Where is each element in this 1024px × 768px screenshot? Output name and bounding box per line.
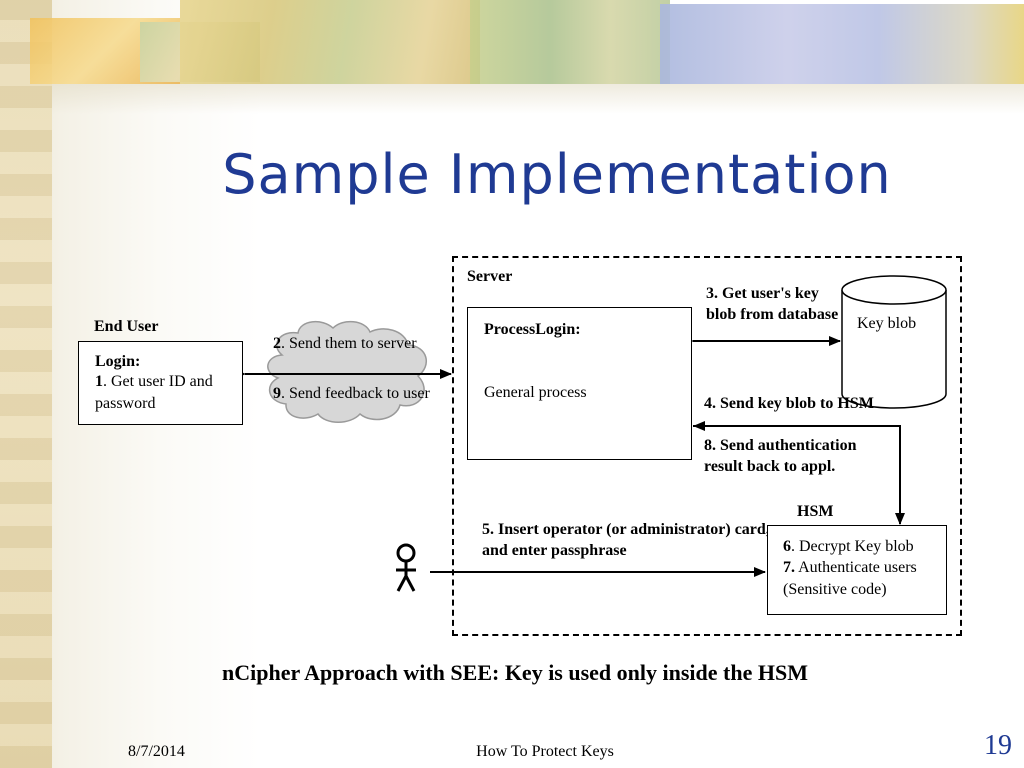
process-login-box: ProcessLogin: General process bbox=[467, 307, 692, 460]
background-left-decoration bbox=[0, 0, 52, 768]
decoration-tile bbox=[470, 0, 670, 84]
slide-number: 19 bbox=[984, 730, 1012, 761]
process-login-title: ProcessLogin: bbox=[484, 321, 581, 338]
diagram-caption: nCipher Approach with SEE: Key is used o… bbox=[222, 660, 808, 685]
step5-line1: 5. Insert operator (or administrator) ca… bbox=[482, 521, 770, 538]
key-blob-label: Key blob bbox=[857, 315, 917, 332]
hsm-step7: 7. Authenticate users bbox=[783, 559, 917, 576]
background-top-decoration bbox=[0, 0, 1024, 90]
hsm-box: 6. Decrypt Key blob 7. Authenticate user… bbox=[767, 525, 947, 615]
hsm-heading: HSM bbox=[797, 503, 834, 520]
stick-figure-icon bbox=[396, 543, 416, 592]
hsm-step6: 6. Decrypt Key blob bbox=[783, 538, 914, 555]
login-step1-line2: password bbox=[95, 395, 156, 412]
step5-line2: and enter passphrase bbox=[482, 542, 627, 559]
hsm-step7-line2: (Sensitive code) bbox=[783, 581, 887, 598]
step8-line2: result back to appl. bbox=[704, 458, 836, 475]
server-heading: Server bbox=[467, 268, 513, 285]
footer-date: 8/7/2014 bbox=[128, 743, 185, 760]
step3-line2: blob from database bbox=[706, 306, 839, 323]
process-login-body: General process bbox=[484, 384, 587, 401]
login-step1-line1: 1. Get user ID and bbox=[95, 373, 213, 390]
server-boundary bbox=[452, 256, 962, 636]
end-user-heading: End User bbox=[94, 318, 159, 335]
decoration-tile bbox=[180, 0, 480, 84]
step4-label: 4. Send key blob to HSM bbox=[704, 395, 874, 412]
step2-label: 2. Send them to server bbox=[273, 335, 417, 352]
database-cylinder-icon bbox=[841, 275, 947, 409]
end-user-login-box: Login: 1. Get user ID and password bbox=[78, 341, 243, 425]
login-title: Login: bbox=[95, 353, 141, 370]
header-shadow-strip bbox=[52, 84, 1024, 114]
decoration-tile bbox=[660, 4, 1024, 84]
footer-title: How To Protect Keys bbox=[476, 743, 614, 760]
step9-label: 9. Send feedback to user bbox=[273, 385, 430, 402]
step3-line1: 3. Get user's key bbox=[706, 285, 819, 302]
slide-title: Sample Implementation bbox=[222, 143, 892, 206]
step8-line1: 8. Send authentication bbox=[704, 437, 857, 454]
